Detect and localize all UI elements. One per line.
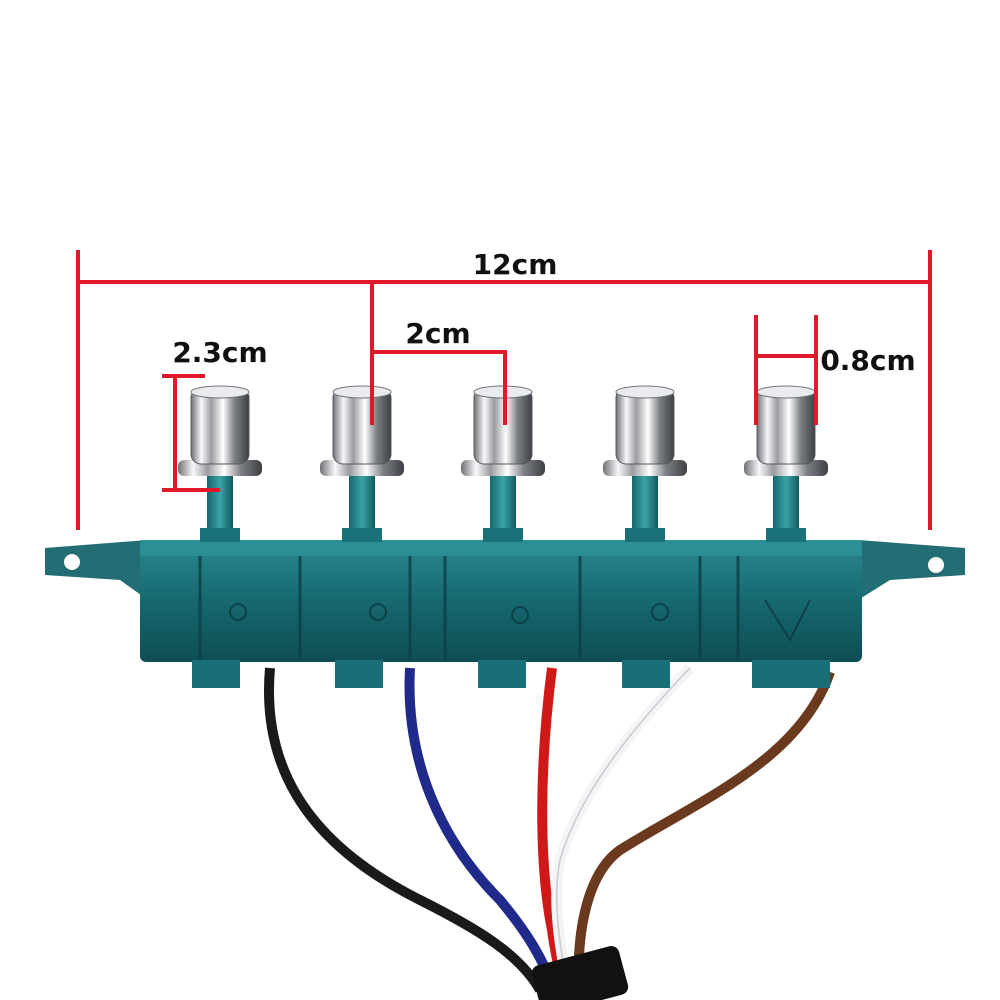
dimension-total-width — [76, 250, 932, 530]
terminal-tabs — [192, 660, 830, 688]
wire-white-outline — [556, 667, 691, 999]
button-collar — [200, 528, 240, 542]
wire-blue — [404, 667, 560, 997]
label-button-diameter: 0.8cm — [820, 344, 915, 377]
button-cap — [190, 387, 250, 465]
wire-bundle — [264, 664, 835, 1000]
push-button-2[interactable] — [320, 385, 404, 542]
wire-brown — [573, 670, 835, 999]
wire-sleeve — [531, 946, 629, 1000]
push-button-1[interactable] — [178, 385, 262, 542]
button-collar — [342, 528, 382, 542]
button-collar — [766, 528, 806, 542]
push-button-4[interactable] — [603, 385, 687, 542]
dimension-button-height — [162, 374, 220, 492]
push-buttons — [178, 385, 828, 542]
dimension-button-diameter — [754, 315, 818, 425]
push-button-3[interactable] — [461, 385, 545, 542]
mounting-flange-right — [858, 540, 965, 600]
button-collar — [483, 528, 523, 542]
button-cap — [615, 387, 675, 465]
mount-hole-left — [64, 554, 80, 570]
switch-housing — [45, 540, 965, 688]
push-button-5[interactable] — [744, 385, 828, 542]
button-cap-top — [756, 385, 816, 399]
button-collar — [625, 528, 665, 542]
label-button-height: 2.3cm — [172, 336, 267, 369]
housing-segments — [198, 556, 740, 660]
mount-hole-right — [928, 557, 944, 573]
dimension-button-spacing — [370, 282, 507, 425]
button-cap-top — [332, 385, 392, 399]
label-button-spacing: 2cm — [405, 317, 470, 350]
button-cap-top — [190, 385, 250, 399]
housing-top-ridge — [140, 540, 862, 556]
housing-body — [140, 540, 862, 662]
button-cap-top — [615, 385, 675, 399]
label-total-width: 12cm — [473, 248, 558, 281]
button-cap — [756, 387, 816, 465]
mounting-flange — [45, 540, 148, 600]
wire-black — [264, 667, 545, 993]
button-cap — [332, 387, 392, 465]
dimension-annotations: 12cm 2cm 2.3cm 0.8cm — [76, 248, 932, 530]
internal-contacts — [229, 599, 811, 643]
